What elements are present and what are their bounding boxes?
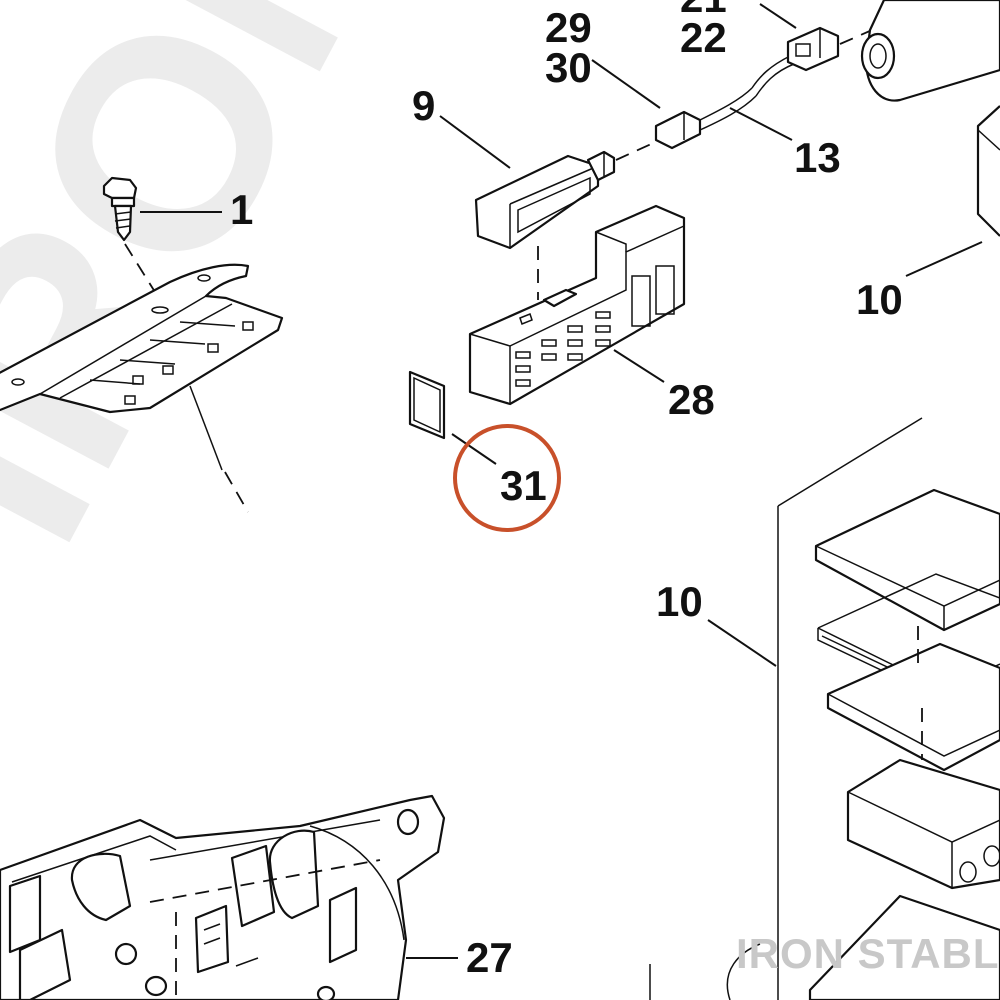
callout-10-bottom[interactable]: 10 — [656, 578, 703, 625]
leader-13 — [729, 107, 793, 141]
bracket-edge-line — [189, 385, 223, 471]
leader-9 — [439, 115, 511, 169]
leader-28 — [613, 349, 665, 383]
leader-10-top — [905, 241, 983, 277]
callout-9[interactable]: 9 — [412, 82, 435, 129]
callout-21[interactable]: 21 — [680, 0, 727, 21]
part-1-bolt[interactable] — [102, 176, 138, 242]
canister-component[interactable] — [860, 0, 1000, 102]
part-9-connector-module[interactable] — [474, 150, 616, 250]
right-edge-component[interactable] — [976, 105, 1000, 237]
module-9-axis-line — [615, 139, 661, 161]
harness-axis-line — [839, 29, 873, 45]
highlight-circle — [453, 424, 561, 532]
corner-watermark: IRON STABLE — [736, 930, 1000, 977]
part-28-fuse-relay-block[interactable] — [468, 204, 686, 406]
callout-28[interactable]: 28 — [668, 376, 715, 423]
part-10-bracket-assembly[interactable] — [649, 417, 1000, 1000]
callout-13[interactable]: 13 — [794, 134, 841, 181]
part-31-pad[interactable] — [408, 370, 446, 440]
leader-29-30 — [591, 59, 661, 109]
callout-30[interactable]: 30 — [545, 44, 592, 91]
leader-10-bottom — [707, 619, 777, 667]
callout-10-top[interactable]: 10 — [856, 276, 903, 323]
callout-1[interactable]: 1 — [230, 186, 253, 233]
bracket-axis-line — [224, 471, 249, 513]
part-27-mounting-plate[interactable] — [0, 794, 446, 1000]
leader-21-22 — [759, 3, 797, 29]
mounting-bracket[interactable] — [0, 263, 284, 414]
leader-31 — [451, 433, 497, 465]
callout-31[interactable]: 31 — [500, 462, 547, 509]
callout-29[interactable]: 29 — [545, 4, 592, 51]
part-13-wiring-harness[interactable] — [654, 26, 840, 150]
fuse-slots — [515, 311, 611, 387]
callout-27[interactable]: 27 — [466, 934, 513, 981]
callout-22[interactable]: 22 — [680, 14, 727, 61]
